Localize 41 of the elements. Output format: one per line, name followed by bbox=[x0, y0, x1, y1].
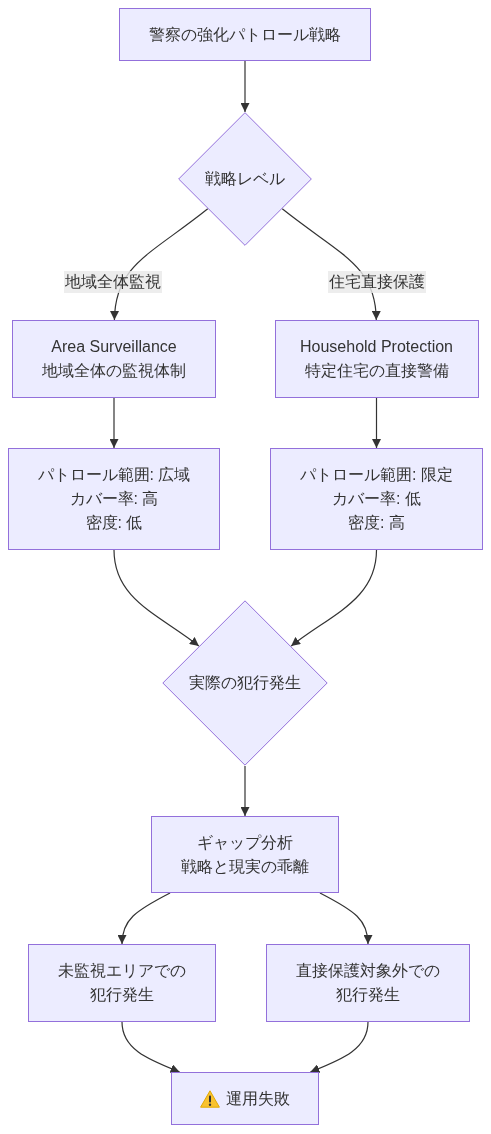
node-label: カバー率: 低 bbox=[332, 489, 421, 509]
process-box bbox=[28, 944, 216, 1022]
edge-label: 地域全体監視 bbox=[64, 271, 162, 293]
node-label: Area Surveillance bbox=[51, 337, 177, 357]
node-label: 特定住宅の直接警備 bbox=[304, 361, 449, 381]
process-box bbox=[171, 1072, 319, 1125]
arrow bbox=[290, 549, 378, 647]
process-box bbox=[266, 944, 470, 1022]
node-label: 警察の強化パトロール戦略 bbox=[149, 24, 341, 45]
node-label: 直接保護対象外での犯行発生 bbox=[295, 961, 441, 1005]
node-label: パトロール範囲: 広域 bbox=[37, 465, 191, 485]
arrow bbox=[121, 1021, 181, 1073]
process-box bbox=[12, 320, 216, 398]
node-label: 実際の犯行発生 bbox=[189, 673, 301, 693]
process-box bbox=[119, 8, 371, 61]
arrow bbox=[309, 1021, 369, 1073]
decision-diamond bbox=[178, 112, 312, 246]
arrow bbox=[117, 892, 171, 945]
decision-diamond bbox=[162, 600, 328, 766]
arrow bbox=[319, 892, 373, 945]
node-label: 密度: 高 bbox=[348, 513, 405, 533]
node-label: カバー率: 高 bbox=[69, 489, 159, 509]
process-box bbox=[8, 448, 220, 550]
arrow bbox=[240, 60, 250, 113]
process-box bbox=[151, 816, 339, 893]
node-label: ギャップ分析 bbox=[197, 832, 293, 853]
node-label: 運用失敗 bbox=[226, 1088, 290, 1109]
node-label: 密度: 低 bbox=[85, 513, 143, 533]
arrow bbox=[372, 397, 381, 449]
process-box bbox=[274, 320, 479, 398]
arrow bbox=[109, 397, 119, 449]
node-label: 戦略レベル bbox=[205, 169, 285, 189]
node-label: Household Protection bbox=[300, 337, 453, 357]
node-label: 未監視エリアでの犯行発生 bbox=[57, 961, 187, 1005]
process-box bbox=[270, 448, 483, 550]
arrow bbox=[240, 765, 250, 817]
node-label: 地域全体の監視体制 bbox=[42, 361, 186, 381]
arrow bbox=[113, 549, 200, 647]
edge-label: 住宅直接保護 bbox=[328, 271, 426, 293]
node-label: 戦略と現実の乖離 bbox=[181, 856, 309, 877]
node-label: パトロール範囲: 限定 bbox=[300, 465, 453, 485]
